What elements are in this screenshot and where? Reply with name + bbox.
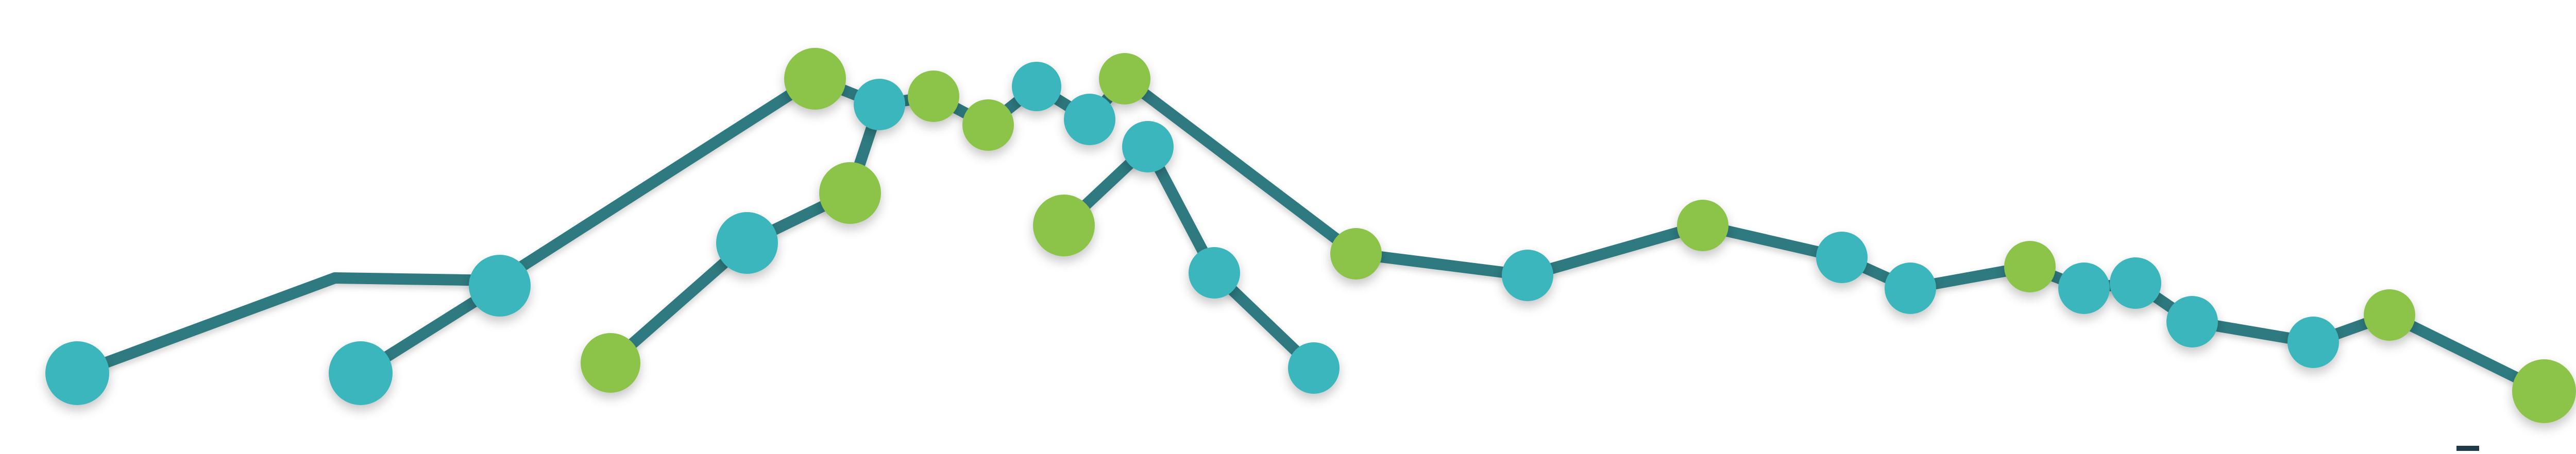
green-node-13 bbox=[1099, 53, 1150, 104]
teal-node-8 bbox=[854, 79, 905, 130]
nodes-group bbox=[45, 48, 2576, 423]
teal-node-3 bbox=[469, 255, 531, 317]
teal-node-24 bbox=[2058, 263, 2110, 314]
teal-node-5 bbox=[716, 212, 778, 274]
green-node-10 bbox=[962, 99, 1014, 151]
edge-path-3 bbox=[605, 99, 885, 369]
teal-node-1 bbox=[45, 341, 109, 405]
teal-node-14 bbox=[1122, 121, 1174, 172]
edge-path-5 bbox=[1058, 141, 1319, 374]
teal-node-19 bbox=[1502, 250, 1553, 301]
green-node-7 bbox=[784, 48, 846, 110]
teal-node-22 bbox=[1885, 263, 1936, 314]
green-node-23 bbox=[2004, 241, 2056, 292]
green-node-18 bbox=[1330, 228, 1382, 280]
teal-node-17 bbox=[1288, 342, 1340, 394]
green-node-28 bbox=[2364, 289, 2415, 341]
teal-node-16 bbox=[1189, 247, 1240, 299]
teal-node-26 bbox=[2166, 296, 2218, 347]
green-node-9 bbox=[908, 71, 959, 122]
teal-node-2 bbox=[329, 341, 393, 405]
teal-node-27 bbox=[2287, 317, 2339, 368]
green-node-20 bbox=[1677, 200, 1728, 251]
green-node-4 bbox=[581, 333, 640, 393]
corner-mark bbox=[2456, 446, 2479, 451]
teal-node-11 bbox=[1012, 62, 1061, 111]
edge-path-1 bbox=[72, 73, 821, 379]
teal-node-12 bbox=[1064, 94, 1115, 145]
green-node-6 bbox=[819, 162, 881, 224]
green-node-29 bbox=[2512, 359, 2576, 423]
green-node-15 bbox=[1033, 195, 1095, 256]
teal-node-25 bbox=[2110, 257, 2161, 309]
teal-node-21 bbox=[1816, 232, 1868, 283]
